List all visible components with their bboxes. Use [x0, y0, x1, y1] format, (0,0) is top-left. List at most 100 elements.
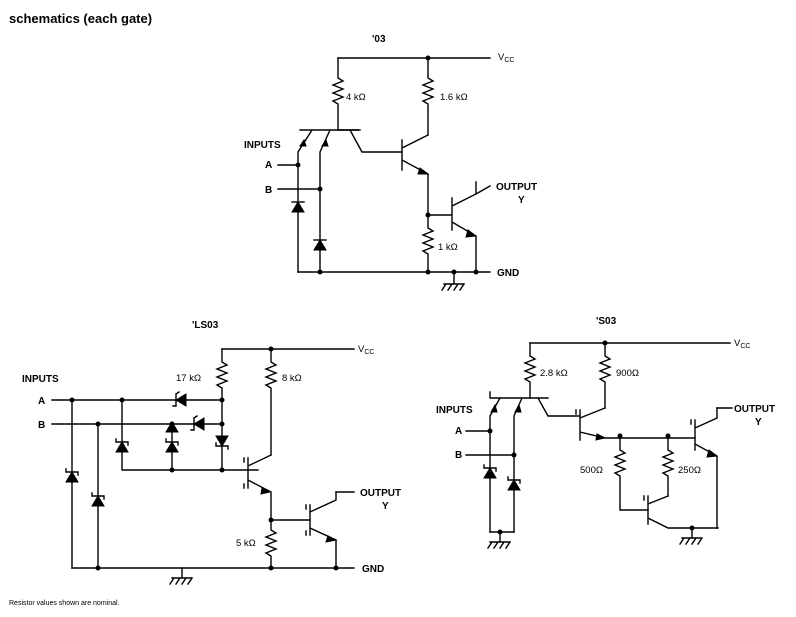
circuit-03-junction: [317, 269, 323, 275]
circuit-03-gnd-label: GND: [497, 268, 519, 279]
circuit-ls03-junction: [169, 467, 175, 473]
circuit-03-junction: [317, 186, 323, 192]
circuit-s03-clamp-diode-bar: [507, 476, 521, 484]
circuit-s03-r3-label: 500Ω: [580, 465, 603, 476]
circuit-ls03-diode-ladder: [121, 399, 259, 471]
circuit-03-junction: [473, 269, 479, 275]
circuit-ls03-ground-icon: [169, 567, 193, 585]
circuit-s03-phase-splitter-transistor: [575, 407, 696, 441]
circuit-s03-vcc-label: VCC: [734, 338, 750, 350]
circuit-s03-emitter-b: [513, 397, 523, 533]
circuit-03-clamp-diode: [313, 239, 327, 251]
circuit-03-resistor-r1: [331, 57, 345, 131]
circuit-ls03-clamp-diode: [65, 471, 79, 483]
circuit-s03-resistor-r2: [598, 342, 612, 409]
circuit-s03-input-transistor-collector: [537, 397, 581, 417]
circuit-ls03-output-y-label: Y: [382, 501, 389, 512]
circuit-s03-resistor-r4: [661, 435, 675, 497]
circuit-03-emitter-arrow: [321, 138, 329, 147]
circuit-ls03-ladder-diode-bar: [115, 438, 129, 446]
circuit-ls03-input-b-label: B: [38, 420, 45, 431]
circuit-ls03-input-leads: [51, 399, 223, 425]
circuit-s03-output-transistor: [690, 407, 718, 529]
circuit-03-resistor-r2: [421, 57, 435, 136]
circuit-ls03-output-transistor: [270, 491, 337, 569]
circuit-ls03-junction: [219, 467, 225, 473]
circuit-ls03-clamp-diode: [91, 495, 105, 507]
page-title: schematics (each gate): [9, 11, 153, 26]
circuit-s03-transistor-arrow: [706, 449, 719, 458]
circuit-ls03-gnd-label: GND: [362, 564, 384, 575]
circuit-ls03-input-diode: [175, 393, 187, 407]
circuit-s03-input-leads: [465, 430, 515, 456]
circuit-s03-ground-icon: [487, 531, 511, 549]
circuit-s03-clamp-diode-bar: [483, 464, 497, 472]
circuit-03-input-a-label: A: [265, 160, 272, 171]
circuit-03-output-y-label: Y: [518, 195, 525, 206]
circuit-s03-input-b-label: B: [455, 450, 462, 461]
circuit-s03-emitter-arrow: [490, 403, 498, 413]
circuit-ls03-transistor-arrow: [325, 535, 338, 543]
circuit-03-inputs-label: INPUTS: [244, 140, 281, 151]
circuit-03-emitter-arrow: [299, 138, 307, 147]
circuit-03-r2-label: 1.6 kΩ: [440, 92, 468, 103]
footnote: Resistor values shown are nominal.: [9, 600, 120, 607]
circuit-ls03-title: 'LS03: [192, 320, 219, 331]
circuit-s03-r1-label: 2.8 kΩ: [540, 368, 568, 379]
circuit-ls03-transistor-arrow: [260, 487, 272, 495]
circuit-03-emitter-b: [319, 129, 331, 273]
circuit-03-title: '03: [372, 34, 386, 45]
circuit-s03-clamp-diode: [507, 479, 521, 491]
circuit-s03-junction: [511, 452, 517, 458]
circuit-ls03-ladder-diode: [165, 441, 179, 453]
circuit-ls03-junction: [333, 565, 339, 571]
circuit-s03-junction: [487, 428, 493, 434]
circuit-ls03-input-diode: [193, 417, 205, 431]
circuit-03-input-leads: [277, 164, 321, 190]
circuit-s03-emitter-arrow: [514, 403, 522, 413]
circuit-ls03-clamp-diode-bar: [65, 468, 79, 476]
circuit-ls03-resistor-r3: [264, 519, 278, 569]
circuit-s03-pulldown-transistor: [643, 495, 719, 529]
circuit-ls03-input-a-label: A: [38, 396, 45, 407]
circuit-03-junction: [295, 162, 301, 168]
circuit-s03-ground-icon: [679, 527, 703, 545]
circuit-s03-r2-label: 900Ω: [616, 368, 639, 379]
circuit-03-resistor-r3: [421, 214, 435, 273]
circuit-03-junction: [425, 269, 431, 275]
circuit-s03-input-a-label: A: [455, 426, 462, 437]
circuit-03-r1-label: 4 kΩ: [346, 92, 366, 103]
circuit-s03-output-y-label: Y: [755, 417, 762, 428]
circuit-03-output-lead: [475, 185, 491, 195]
circuit-ls03-input-diode-bar: [172, 391, 180, 407]
circuit-ls03-inputs-label: INPUTS: [22, 374, 59, 385]
circuit-03-transistor-arrow: [417, 167, 430, 175]
circuit-ls03-ladder-diode: [165, 421, 179, 433]
circuit-ls03-resistor-r1: [215, 348, 229, 471]
circuit-ls03-junction: [219, 421, 225, 427]
circuit-ls03-junction: [219, 397, 225, 403]
circuit-ls03-vcc-label: VCC: [358, 344, 374, 356]
circuit-ls03-junction: [268, 565, 274, 571]
circuit-s03-resistor-r3: [613, 435, 649, 511]
circuit-s03-resistor-r1: [523, 342, 537, 399]
circuit-ls03-resistor-r2: [264, 348, 278, 456]
circuit-ls03-r1-label: 17 kΩ: [176, 373, 201, 384]
circuit-ls03-r3-label: 5 kΩ: [236, 538, 256, 549]
circuit-03-phase-splitter-transistor: [401, 134, 429, 216]
circuit-03-clamp-diode: [291, 201, 305, 213]
circuit-s03-transistor-arrow: [595, 433, 607, 441]
circuit-03-ground-icon: [441, 271, 465, 291]
circuit-s03-emitter-a: [489, 397, 501, 533]
circuit-03-emitter-a: [297, 129, 313, 273]
circuit-s03-output-label: OUTPUT: [734, 404, 775, 415]
circuit-ls03-phase-splitter-transistor: [247, 454, 272, 521]
circuit-ls03: 'LS03 VCC 17 kΩ 8 kΩ INPUTS A B: [22, 320, 401, 585]
circuit-03-r3-label: 1 kΩ: [438, 242, 458, 253]
circuit-03-input-b-label: B: [265, 185, 272, 196]
circuit-ls03-ladder-diode-bar: [165, 438, 179, 446]
circuit-ls03-clamp-diode-bar: [91, 492, 105, 500]
circuit-ls03-ladder-diode: [215, 435, 229, 447]
circuit-03-input-transistor-collector: [337, 129, 403, 153]
